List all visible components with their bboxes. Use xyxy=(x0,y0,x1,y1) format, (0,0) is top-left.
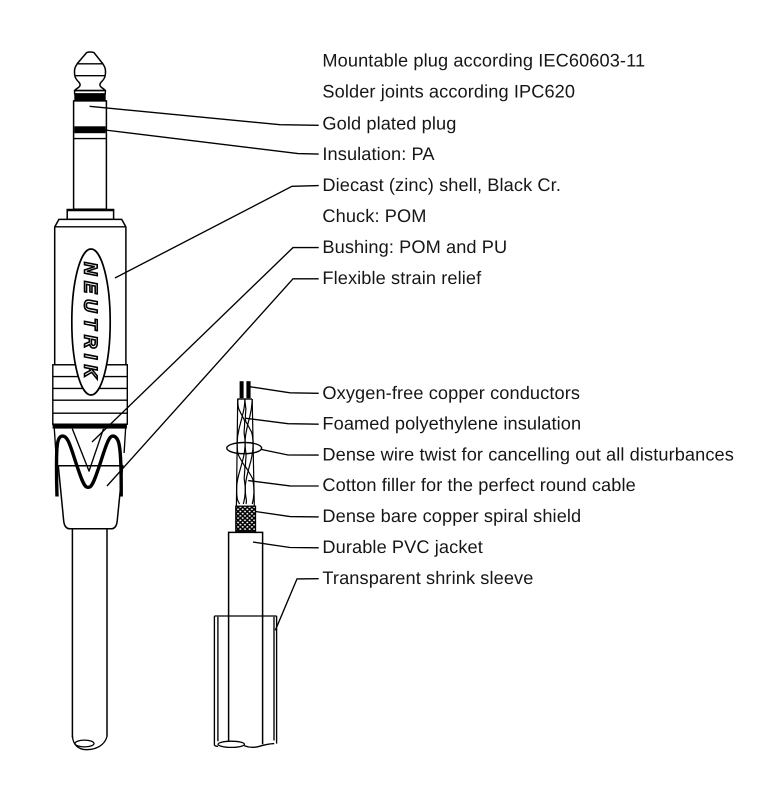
svg-text:Chuck: POM: Chuck: POM xyxy=(322,206,426,226)
svg-text:Solder joints according IPC620: Solder joints according IPC620 xyxy=(322,82,575,102)
svg-text:Mountable plug according IEC60: Mountable plug according IEC60603-11 xyxy=(322,51,645,71)
svg-text:Durable PVC jacket: Durable PVC jacket xyxy=(322,537,483,557)
svg-text:Transparent shrink sleeve: Transparent shrink sleeve xyxy=(322,568,533,588)
svg-text:Oxygen-free copper conductors: Oxygen-free copper conductors xyxy=(322,383,580,403)
svg-text:Bushing: POM and PU: Bushing: POM and PU xyxy=(322,237,507,257)
svg-text:Flexible strain relief: Flexible strain relief xyxy=(322,268,482,288)
svg-text:Dense wire twist for cancellin: Dense wire twist for cancelling out all … xyxy=(322,444,734,464)
svg-text:Insulation: PA: Insulation: PA xyxy=(322,144,435,164)
svg-text:Gold plated plug: Gold plated plug xyxy=(322,114,456,134)
svg-text:Cotton filler for the perfect: Cotton filler for the perfect round cabl… xyxy=(322,475,635,495)
svg-text:Foamed polyethylene insulation: Foamed polyethylene insulation xyxy=(322,413,581,433)
svg-text:Dense bare copper spiral shiel: Dense bare copper spiral shield xyxy=(322,506,581,526)
svg-text:Diecast (zinc) shell, Black Cr: Diecast (zinc) shell, Black Cr. xyxy=(322,175,561,195)
